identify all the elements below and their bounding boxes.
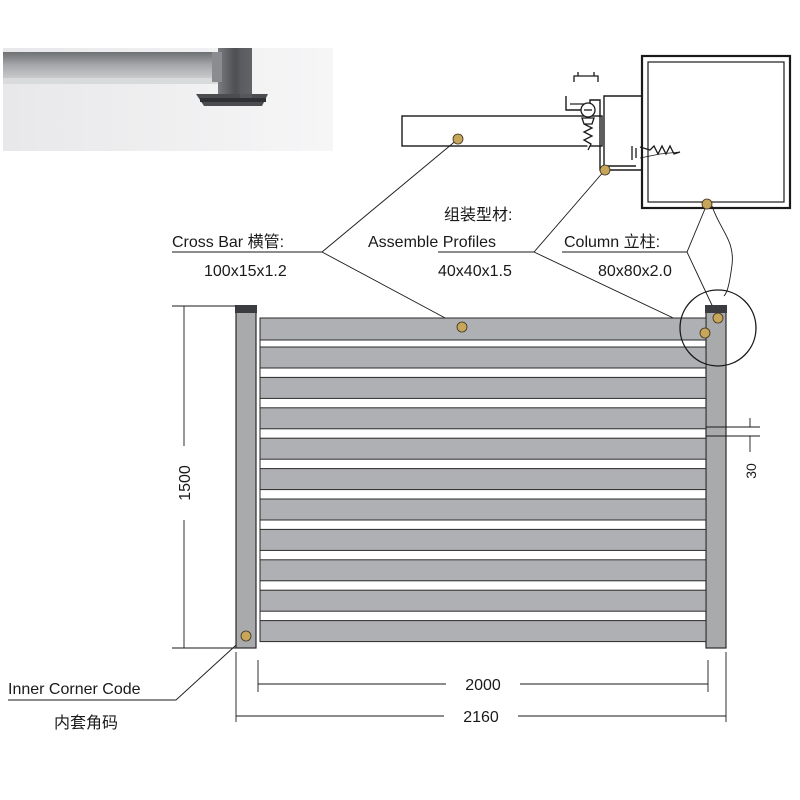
slat	[259, 437, 707, 460]
assemble-profiles-label: Assemble Profiles	[368, 234, 496, 251]
clip-icon	[573, 72, 599, 82]
product-photo	[3, 48, 333, 151]
column-label: Column 立柱:	[564, 233, 660, 251]
cross-bar-spec: 100x15x1.2	[204, 263, 287, 280]
height-dimension: 1500	[177, 465, 194, 501]
left-column	[235, 307, 257, 649]
right-column	[705, 307, 727, 649]
slat	[259, 376, 707, 399]
assemble-profiles-spec: 40x40x1.5	[438, 263, 512, 280]
slat-group	[259, 346, 707, 643]
marker-cross-bar	[456, 321, 468, 333]
detail-circle	[679, 289, 757, 367]
marker-column	[712, 312, 724, 324]
left-column-cap	[235, 305, 257, 313]
slat	[259, 559, 707, 582]
marker-column-section	[701, 198, 713, 210]
top-cross-bar	[259, 317, 707, 341]
dimension-lines	[172, 305, 760, 722]
marker-profile	[699, 327, 711, 339]
screw-vertical-icon	[580, 102, 596, 151]
fence-elevation	[235, 305, 727, 649]
marker-cross-bar-section	[452, 133, 464, 145]
cross-bar-label: Cross Bar 横管:	[172, 233, 284, 251]
screw-horizontal-icon	[631, 144, 681, 160]
slat	[259, 589, 707, 612]
column-section	[640, 54, 792, 210]
slat	[259, 498, 707, 521]
slat	[259, 407, 707, 430]
cross-bar-section	[401, 115, 603, 147]
column-spec: 80x80x2.0	[598, 263, 672, 280]
inner-corner-label: Inner Corner Code	[8, 681, 141, 698]
slat	[259, 528, 707, 551]
cross-section-detail	[401, 54, 792, 210]
callout-markers	[240, 133, 724, 642]
marker-profile-section	[599, 164, 611, 176]
slat	[259, 346, 707, 369]
slat	[259, 468, 707, 491]
marker-inner-corner	[240, 630, 252, 642]
inner-corner-label-cn: 内套角码	[54, 714, 118, 732]
slat-gap-dimension: 30	[743, 463, 759, 479]
overall-width-dimension: 2160	[463, 709, 499, 726]
right-column-cap	[705, 305, 727, 313]
slat	[259, 620, 707, 643]
inner-width-dimension: 2000	[465, 677, 501, 694]
assemble-profiles-label-cn: 组装型材:	[444, 206, 512, 224]
